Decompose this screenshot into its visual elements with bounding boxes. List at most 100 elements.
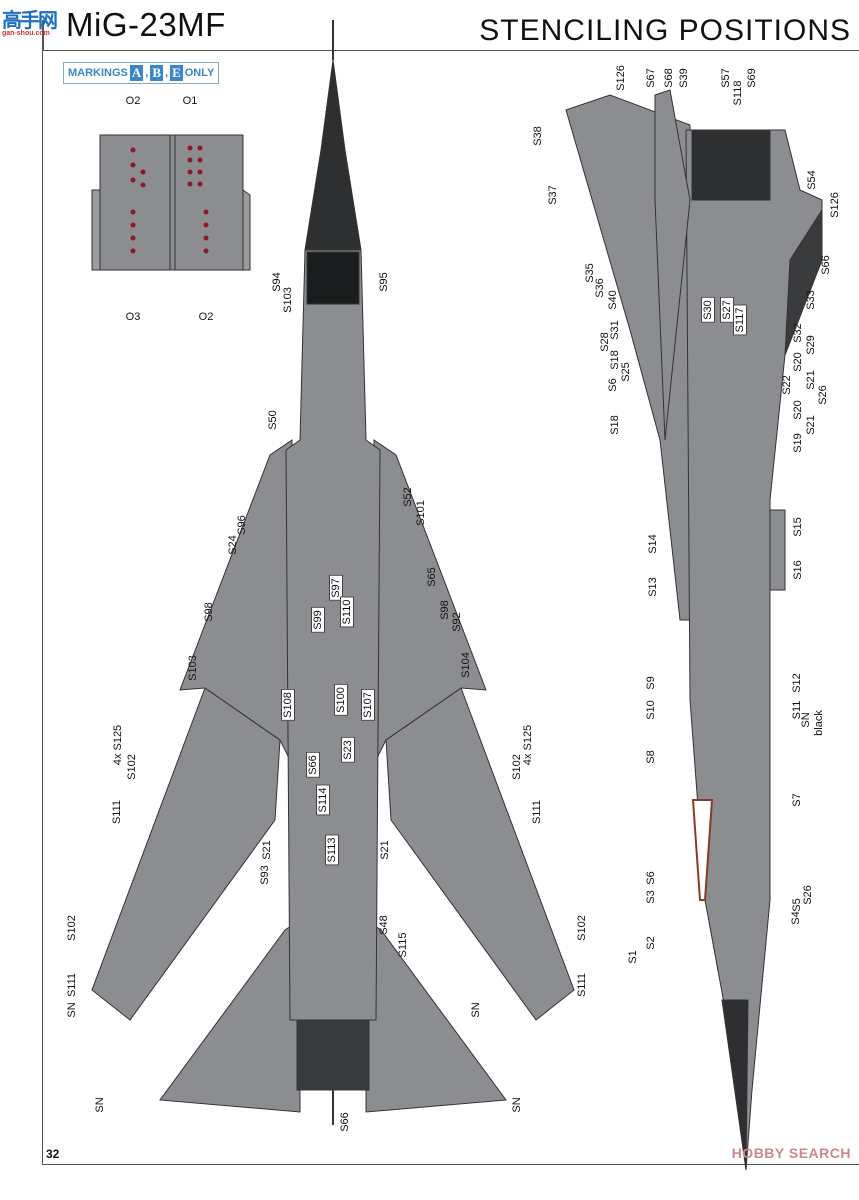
- inset-callout: O2: [125, 95, 141, 107]
- stencil-callout: S40: [607, 290, 619, 310]
- stencil-callout: S103: [282, 287, 294, 313]
- stencil-callout: S10: [645, 700, 657, 720]
- top-view-aircraft: [91, 20, 575, 1125]
- stencil-callout: S15: [792, 517, 804, 537]
- stencil-callout: SN: [470, 1002, 482, 1018]
- stencil-callout: S6: [645, 871, 657, 885]
- stencil-callout: S21: [805, 415, 817, 435]
- stencil-callout: S18: [609, 415, 621, 435]
- stencil-callout: S38: [532, 126, 544, 146]
- stencil-callout: S57: [720, 68, 732, 88]
- stencil-callout: S113: [325, 834, 339, 866]
- stencil-callout: S115: [397, 932, 409, 958]
- side-view-aircraft: [565, 89, 823, 1171]
- stencil-callout: S117: [733, 304, 747, 336]
- stencil-callout: S66: [820, 255, 832, 275]
- stencil-callout: S5: [791, 898, 803, 912]
- marking-letter: A: [129, 65, 144, 81]
- inset-callout: O1: [182, 95, 198, 107]
- stencil-callout: SN: [94, 1097, 106, 1113]
- stencil-callout: S22: [781, 375, 793, 395]
- stencil-callout: S108: [281, 689, 295, 721]
- stencil-callout: S126: [615, 65, 627, 91]
- stencil-callout: SN: [66, 1002, 78, 1018]
- stencil-callout: S7: [791, 793, 803, 807]
- stencil-callout: S111: [111, 799, 123, 825]
- page-title: MiG-23MF: [66, 6, 226, 43]
- stencil-callout: S69: [746, 68, 758, 88]
- inset-callout: O2: [198, 311, 214, 323]
- watermark-logo: 高手网 gan-shou.com: [2, 4, 64, 38]
- stencil-callout: S99: [311, 607, 325, 633]
- stencil-callout: S32: [792, 323, 804, 343]
- stencil-callout: S110: [340, 596, 354, 628]
- stencil-callout: S8: [645, 750, 657, 764]
- stencil-callout: S30: [701, 297, 715, 323]
- stencil-callout: S111: [531, 799, 543, 825]
- stencil-callout: S96: [236, 515, 248, 535]
- stencil-callout: S50: [267, 410, 279, 430]
- stencil-callout: S33: [805, 290, 817, 310]
- stencil-callout: S39: [678, 68, 690, 88]
- stencil-callout: S3: [645, 890, 657, 904]
- stencil-callout: S100: [334, 684, 348, 716]
- stencil-callout: S13: [647, 577, 659, 597]
- stencil-callout: S126: [829, 192, 841, 218]
- stencil-callout: S2: [645, 936, 657, 950]
- stencil-callout: black: [813, 710, 825, 736]
- stencil-callout: S1: [627, 950, 639, 964]
- stencil-callout: S101: [415, 500, 427, 526]
- inset-panel-drawing: [91, 134, 251, 271]
- stencil-callout: S98: [439, 600, 451, 620]
- page-number: 32: [46, 1147, 60, 1161]
- stencil-callout: S29: [805, 335, 817, 355]
- stencil-callout: S26: [817, 385, 829, 405]
- stencil-callout: S21: [261, 840, 273, 860]
- stencil-callout: S20: [792, 352, 804, 372]
- stencil-callout: S68: [663, 68, 675, 88]
- stencil-callout: S24: [227, 535, 239, 555]
- stencil-callout: S28: [599, 332, 611, 352]
- stencil-callout: S114: [316, 784, 330, 816]
- stencil-callout: S21: [379, 840, 391, 860]
- stencil-callout: S6: [607, 378, 619, 392]
- stencil-callout: SN: [511, 1097, 523, 1113]
- stencil-callout: S27: [720, 297, 734, 323]
- stencil-callout: S95: [378, 272, 390, 292]
- stencil-callout: S26: [802, 885, 814, 905]
- stencil-callout: S67: [645, 68, 657, 88]
- stencil-callout: S23: [341, 737, 355, 763]
- stencil-callout: S92: [451, 612, 463, 632]
- section-title: STENCILING POSITIONS: [479, 14, 851, 47]
- stencil-callout: S14: [647, 534, 659, 554]
- stencil-callout: S48: [378, 915, 390, 935]
- stencil-callout: S16: [792, 560, 804, 580]
- stencil-callout: S103: [187, 655, 199, 681]
- footer-watermark: HOBBY SEARCH: [731, 1145, 851, 1161]
- stencil-callout: SN: [800, 712, 812, 728]
- stencil-callout: S66: [339, 1112, 351, 1132]
- stencil-callout: S52: [402, 487, 414, 507]
- stencil-callout: S20: [792, 400, 804, 420]
- stencil-callout: S102: [576, 915, 588, 941]
- stencil-callout: 4x S125: [112, 724, 124, 766]
- stencil-callout: 4x S125: [522, 724, 534, 766]
- marking-letter: B: [150, 65, 164, 81]
- markings-prefix: MARKINGS: [68, 67, 128, 79]
- header-divider: [42, 20, 44, 50]
- stencil-callout: S104: [460, 652, 472, 678]
- stencil-callout: S118: [732, 80, 744, 106]
- stencil-callout: S25: [620, 362, 632, 382]
- stencil-callout: S102: [66, 915, 78, 941]
- stencil-callout: S66: [306, 752, 320, 778]
- stencil-callout: S21: [805, 370, 817, 390]
- watermark-url: gan-shou.com: [2, 30, 50, 37]
- stencil-callout: S65: [426, 567, 438, 587]
- stencil-callout: S9: [645, 676, 657, 690]
- stencil-callout: S102: [126, 754, 138, 780]
- markings-suffix: ONLY: [184, 67, 215, 79]
- stencil-callout: S36: [594, 278, 606, 298]
- stencil-callout: S102: [511, 754, 523, 780]
- stencil-callout: S54: [806, 170, 818, 190]
